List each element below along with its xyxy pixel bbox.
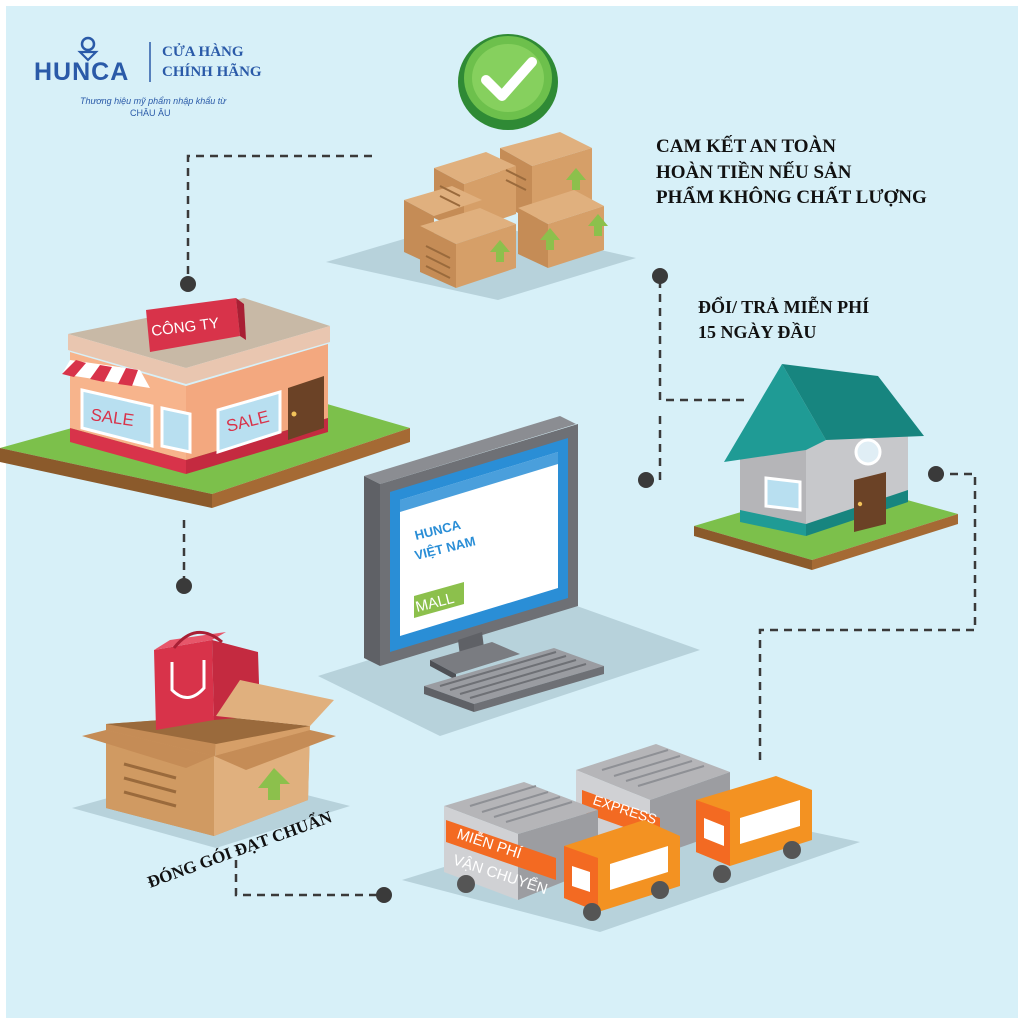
store-line-2: CHÍNH HÃNG xyxy=(162,62,262,80)
packaging-illustration xyxy=(72,631,350,848)
open-box-front xyxy=(82,680,336,836)
tagline-line-2: CHÂU ÂU xyxy=(130,108,171,118)
truck-icon-free-shipping: MIỄN PHÍ VẬN CHUYỂN xyxy=(444,782,680,921)
guarantee-line-1: CAM KẾT AN TOÀN xyxy=(656,135,836,157)
brand-header: HUNCA CỬA HÀNG CHÍNH HÃNG Thương hiệu mỹ… xyxy=(34,36,262,118)
store-line-1: CỬA HÀNG xyxy=(162,43,244,60)
store-icon: SALE SALE CÔNG TY xyxy=(62,298,330,474)
store-awning xyxy=(62,360,150,388)
house-icon xyxy=(724,364,924,536)
trucks-illustration: EXPRESS MIỄN PHÍ VẬN CHUYỂN xyxy=(402,744,860,932)
box-stack-illustration xyxy=(326,34,636,300)
return-line-1: ĐỔI/ TRẢ MIỄN PHÍ xyxy=(698,296,869,317)
logo-text: HUNCA xyxy=(34,58,129,86)
guarantee-line-2: HOÀN TIỀN NẾU SẢN xyxy=(656,161,852,183)
keyboard-icon xyxy=(424,648,604,712)
box-stack-icon xyxy=(404,132,608,288)
store-illustration: SALE SALE CÔNG TY xyxy=(0,298,410,508)
computer-illustration: HUNCA VIỆT NAM MALL xyxy=(318,416,700,736)
guarantee-line-3: PHẨM KHÔNG CHẤT LƯỢNG xyxy=(656,186,927,208)
return-line-2: 15 NGÀY ĐẦU xyxy=(698,321,816,342)
house-illustration xyxy=(694,364,958,570)
hunca-logo-icon xyxy=(77,36,99,62)
checkmark-badge-icon xyxy=(458,34,558,130)
computer-monitor-icon: HUNCA VIỆT NAM MALL xyxy=(364,416,578,680)
connector-dots xyxy=(176,268,944,903)
tagline-line-1: Thương hiệu mỹ phẩm nhập khẩu từ xyxy=(80,96,227,106)
